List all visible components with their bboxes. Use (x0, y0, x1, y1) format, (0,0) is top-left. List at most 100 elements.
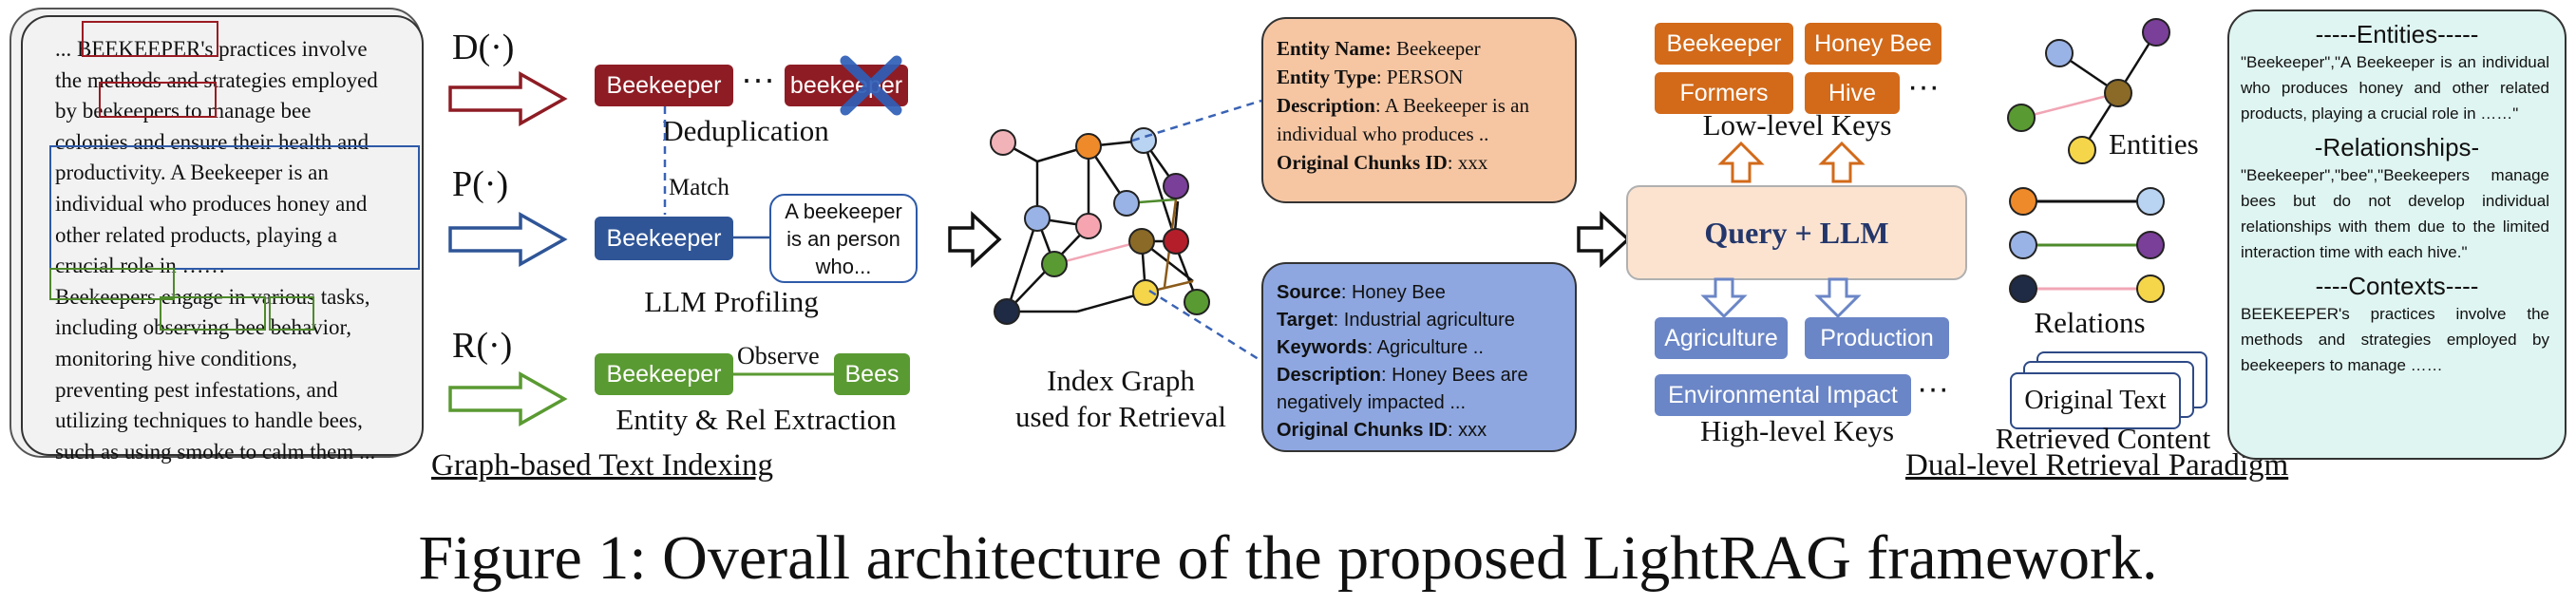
down-arrow-icon (1814, 277, 1862, 319)
highlight-profile-passage (49, 145, 420, 270)
match-dashed-line (663, 106, 667, 215)
indexing-to-graph-arrow-icon (948, 211, 1002, 268)
relation-desc-value: Honey Bees are negatively impacted ... (1277, 365, 1528, 413)
entities-header: -----Entities----- (2315, 20, 2479, 48)
low-key-hive: Hive (1805, 72, 1900, 114)
profiling-label: LLM Profiling (644, 285, 819, 318)
low-key-honey-bee: Honey Bee (1805, 23, 1941, 65)
relation-card-target-row: Target: Industrial agriculture (1277, 310, 1515, 331)
retrieval-title: Dual-level Retrieval Paradigm (1905, 448, 2289, 483)
relationships-header: -Relationships- (2314, 133, 2480, 161)
figure-caption: Figure 1: Overall architecture of the pr… (418, 523, 2158, 593)
source-line: such as using smoke to calm them ... (55, 439, 376, 464)
highlight-beekeepers-entity (49, 268, 175, 300)
highlight-beekeepers (99, 82, 217, 118)
retrieved-content-label: Retrieved Content (1995, 422, 2211, 455)
indexing-title: Graph-based Text Indexing (431, 448, 773, 483)
entity-card: Entity Name: Beekeeper Entity Type: PERS… (1261, 17, 1577, 203)
relation-source-value: Honey Bee (1351, 282, 1446, 303)
extraction-arrow-icon (448, 371, 568, 426)
dedup-label: Deduplication (662, 114, 829, 147)
relation-card-kw-row: Keywords: Agriculture .. (1277, 337, 1484, 358)
down-arrow-icon (1700, 277, 1748, 319)
query-llm-box: Query + LLM (1626, 185, 1967, 280)
original-text-card: Original Text (2010, 372, 2181, 429)
relation-chunk-value: xxx (1458, 420, 1487, 441)
dedup-arrow-icon (448, 71, 568, 126)
entity-chunk-value: xxx (1457, 151, 1488, 174)
source-line: utilizing techniques to handle bees, (55, 408, 363, 433)
graph-card-connectors (1131, 99, 1262, 363)
index-graph (990, 127, 1210, 325)
low-keys-label: Low-level Keys (1702, 108, 1892, 142)
relations-mini-graph (2009, 187, 2165, 303)
relation-chunk-key: Original Chunks ID (1277, 420, 1449, 441)
up-arrow-icon (1717, 141, 1765, 183)
relation-card-source-row: Source: Honey Bee (1277, 282, 1446, 303)
profiling-arrow-icon (448, 212, 568, 267)
dedup-dots: ··· (741, 59, 775, 98)
entity-desc-key: Description (1277, 94, 1375, 117)
source-line: by beekeepers to manage bee (55, 99, 312, 123)
up-arrow-icon (1818, 141, 1866, 183)
entity-card-name-row: Entity Name: Beekeeper (1277, 37, 1481, 60)
relation-target-value: Industrial agriculture (1343, 310, 1515, 331)
relation-card-desc-row: Description: Honey Bees are negatively i… (1277, 365, 1528, 413)
highlight-bee (269, 296, 314, 331)
graph-label-line2: used for Retrieval (1014, 400, 1227, 433)
extraction-relation-line (733, 372, 834, 376)
source-text: ... BEEKEEPER's practices involve the me… (55, 34, 445, 467)
profiling-connector (733, 236, 773, 239)
extraction-entity-a: Beekeeper (595, 353, 733, 395)
extraction-relation-label: Observe (735, 342, 822, 370)
relation-kw-key: Keywords (1277, 337, 1368, 358)
profiling-function-label: P(·) (452, 164, 509, 204)
graph-label: Index Graph used for Retrieval (978, 363, 1263, 435)
contexts-panel: -----Entities----- "Beekeeper","A Beekee… (2227, 9, 2567, 460)
extraction-label: Entity & Rel Extraction (616, 403, 897, 436)
relation-target-key: Target (1277, 310, 1334, 331)
relations-label: Relations (2034, 306, 2146, 339)
contexts-header: ----Contexts---- (2315, 272, 2479, 300)
entity-type-key: Entity Type (1277, 66, 1376, 88)
relation-kw-value: Agriculture .. (1376, 337, 1484, 358)
entity-card-desc-row: Description: A Beekeeper is an individua… (1277, 94, 1529, 145)
removed-cross-icon (840, 55, 902, 116)
high-keys-dots: ··· (1917, 370, 1949, 407)
highlight-observing (160, 296, 266, 331)
high-key-environmental-impact: Environmental Impact (1655, 374, 1911, 416)
contexts-body: BEEKEEPER's practices involve the method… (2241, 305, 2549, 374)
source-line: monitoring hive conditions, (55, 346, 297, 370)
source-line: individual who produces honey and (55, 191, 368, 216)
match-label: Match (669, 175, 729, 200)
relation-card: Source: Honey Bee Target: Industrial agr… (1261, 262, 1577, 452)
relation-desc-key: Description (1277, 365, 1382, 386)
entity-card-chunk-row: Original Chunks ID: xxx (1277, 151, 1488, 174)
entities-label: Entities (2109, 127, 2199, 161)
entity-card-type-row: Entity Type: PERSON (1277, 66, 1464, 88)
high-key-production: Production (1805, 317, 1949, 359)
entity-name-key: Entity Name (1277, 37, 1385, 60)
source-line: colonies and ensure their health and (55, 129, 369, 154)
high-keys-label: High-level Keys (1699, 414, 1895, 447)
entities-body: "Beekeeper","A Beekeeper is an individua… (2241, 53, 2549, 123)
relationships-body: "Beekeeper","bee","Beekeepers manage bee… (2241, 166, 2549, 261)
dedup-function-label: D(·) (452, 28, 515, 67)
source-line: crucial role in …… (55, 254, 226, 278)
entity-name-value: Beekeeper (1396, 37, 1481, 60)
source-line: including observing bee behavior, (55, 315, 352, 340)
graph-label-line1: Index Graph (1047, 364, 1195, 397)
profile-text-box: A beekeeper is an person who... (769, 194, 918, 283)
profiling-entity: Beekeeper (595, 217, 733, 260)
low-key-formers: Formers (1655, 72, 1793, 114)
relation-card-chunk-row: Original Chunks ID: xxx (1277, 420, 1487, 441)
high-key-agriculture: Agriculture (1655, 317, 1788, 359)
entities-mini-graph (2007, 18, 2170, 164)
source-line: productivity. A Beekeeper is an (55, 161, 329, 185)
dedup-entity-a: Beekeeper (595, 65, 733, 106)
extraction-function-label: R(·) (452, 326, 513, 366)
low-key-beekeeper: Beekeeper (1655, 23, 1793, 65)
graph-to-retrieval-arrow-icon (1577, 211, 1631, 268)
source-text-panel: ... BEEKEEPER's practices involve the me… (21, 15, 424, 464)
